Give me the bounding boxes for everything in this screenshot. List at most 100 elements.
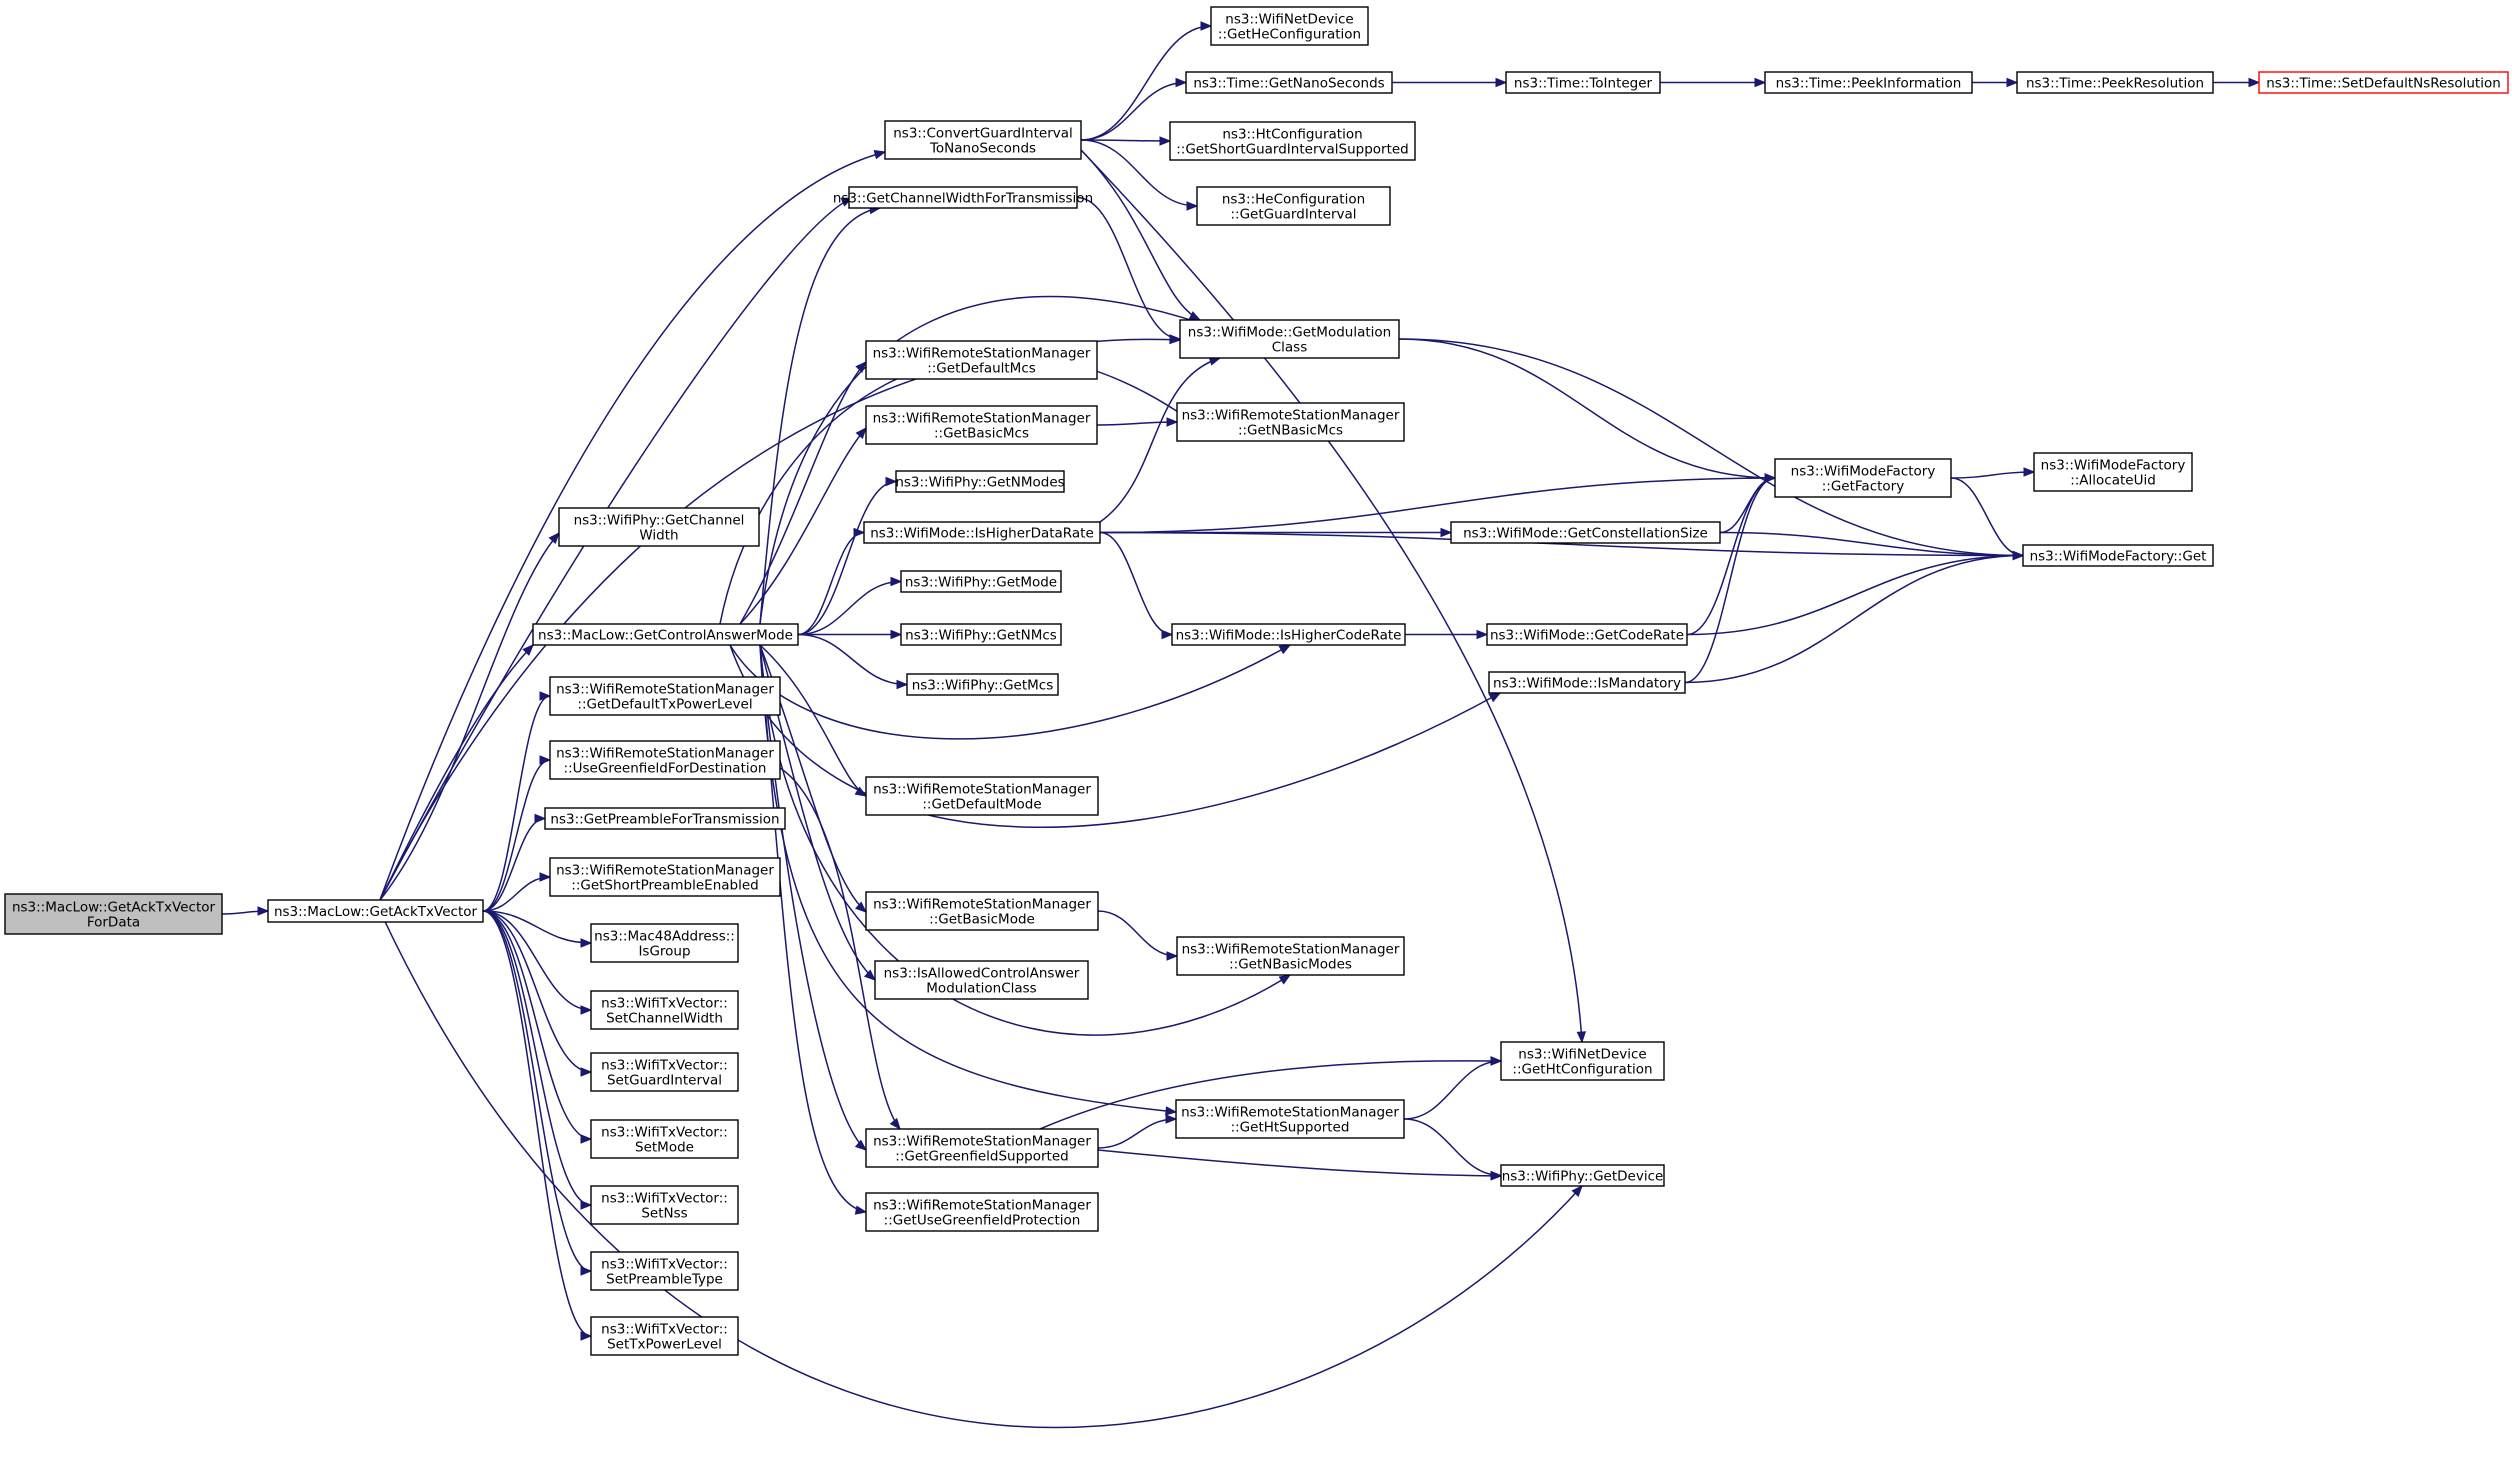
call-edge — [797, 633, 909, 690]
function-node[interactable]: ns3::WifiRemoteStationManager::GetDefaul… — [865, 776, 1099, 816]
function-node[interactable]: ns3::WifiRemoteStationManager::GetBasicM… — [865, 405, 1098, 445]
arrowhead — [539, 691, 552, 701]
function-node[interactable]: ns3::WifiTxVector::SetChannelWidth — [590, 990, 739, 1030]
node-label: ns3::Time::ToInteger — [1514, 76, 1653, 92]
node-box — [590, 923, 739, 963]
function-node[interactable]: ns3::WifiMode::GetCodeRate — [1486, 623, 1688, 646]
function-node[interactable]: ns3::HeConfiguration::GetGuardInterval — [1196, 186, 1391, 226]
arrowhead — [580, 1134, 593, 1144]
node-box — [2016, 71, 2214, 94]
node-box — [863, 521, 1101, 544]
call-edge — [1950, 477, 2025, 561]
function-node[interactable]: ns3::HtConfiguration::GetShortGuardInter… — [1169, 121, 1416, 161]
function-node[interactable]: ns3::WifiPhy::GetNMcs — [900, 623, 1062, 646]
arrowhead — [855, 426, 867, 440]
function-node[interactable]: ns3::WifiRemoteStationManager::GetDefaul… — [549, 676, 781, 716]
node-label: ns3::WifiPhy::GetNModes — [895, 475, 1064, 491]
function-node[interactable]: ns3::WifiMode::IsHigherDataRate — [863, 521, 1101, 544]
function-node[interactable]: ns3::WifiRemoteStationManager::GetDefaul… — [865, 340, 1098, 380]
edge-line — [1080, 139, 1198, 207]
call-edge — [1076, 196, 1182, 344]
function-node[interactable]: ns3::WifiRemoteStationManager::GetShortP… — [549, 857, 781, 897]
function-node[interactable]: ns3::WifiPhy::GetNModes — [895, 470, 1065, 493]
node-label: ns3::WifiRemoteStationManager — [1182, 942, 1400, 958]
node-label: ns3::WifiMode::IsHigherDataRate — [870, 526, 1094, 542]
edge-line — [1686, 554, 2024, 636]
function-node[interactable]: ns3::WifiMode::IsHigherCodeRate — [1171, 623, 1406, 646]
node-label: ns3::WifiPhy::GetMcs — [912, 678, 1054, 694]
node-box — [590, 1185, 739, 1225]
edge-line — [1096, 421, 1178, 426]
function-node[interactable]: ns3::WifiTxVector::SetMode — [590, 1119, 739, 1159]
call-edge — [1080, 136, 1172, 146]
node-box — [865, 776, 1099, 816]
edge-line — [759, 644, 867, 1213]
node-box — [590, 1052, 739, 1092]
arrowhead — [1440, 527, 1453, 538]
function-node[interactable]: ns3::WifiPhy::GetDevice — [1500, 1164, 1665, 1187]
arrowhead — [1571, 1184, 1583, 1197]
function-node[interactable]: ns3::WifiModeFactory::GetFactory — [1774, 458, 1952, 498]
node-box — [1500, 1164, 1665, 1187]
call-edge — [1950, 467, 2036, 479]
function-node[interactable]: ns3::WifiTxVector::SetPreambleType — [590, 1251, 739, 1291]
arrowhead — [580, 1200, 593, 1210]
node-label: ::GetNBasicModes — [1229, 957, 1352, 973]
node-box — [865, 891, 1099, 931]
function-node[interactable]: ns3::WifiTxVector::SetGuardInterval — [590, 1052, 739, 1092]
function-node[interactable]: ns3::Time::PeekInformation — [1764, 71, 1973, 94]
edge-line — [1097, 1118, 1177, 1149]
function-node[interactable]: ns3::GetPreambleForTransmission — [544, 807, 786, 830]
call-edge — [482, 910, 593, 1144]
node-label: ns3::WifiRemoteStationManager — [873, 1134, 1091, 1150]
edge-line — [1684, 477, 1776, 684]
arrowhead — [873, 150, 887, 160]
arrowhead — [2248, 77, 2261, 88]
function-node[interactable]: ns3::WifiPhy::GetMcs — [906, 673, 1059, 696]
function-node[interactable]: ns3::WifiModeFactory::AllocateUid — [2033, 452, 2193, 492]
function-node[interactable]: ns3::WifiRemoteStationManager::GetNBasic… — [1176, 936, 1405, 976]
node-box — [1185, 71, 1393, 94]
function-node[interactable]: ns3::WifiPhy::GetChannelWidth — [558, 507, 760, 547]
function-node[interactable]: ns3::WifiRemoteStationManager::UseGreenf… — [549, 740, 781, 780]
function-node[interactable]: ns3::IsAllowedControlAnswerModulationCla… — [874, 960, 1089, 1000]
edge-line — [1099, 531, 1173, 636]
function-node[interactable]: ns3::WifiRemoteStationManager::GetHtSupp… — [1175, 1099, 1405, 1139]
arrowhead — [1754, 77, 1767, 88]
function-node[interactable]: ns3::WifiMode::IsMandatory — [1488, 671, 1686, 694]
arrowhead — [534, 813, 547, 824]
node-box — [1175, 1099, 1405, 1139]
function-node[interactable]: ns3::Time::GetNanoSeconds — [1185, 71, 1393, 94]
call-edge — [1392, 77, 1508, 88]
function-node[interactable]: ns3::WifiRemoteStationManager::GetUseGre… — [865, 1192, 1099, 1232]
function-node[interactable]: ns3::WifiTxVector::SetTxPowerLevel — [590, 1316, 739, 1356]
function-node[interactable]: ns3::WifiNetDevice::GetHeConfiguration — [1210, 6, 1369, 46]
function-node[interactable]: ns3::Time::PeekResolution — [2016, 71, 2214, 94]
node-label: ns3::Time::GetNanoSeconds — [1193, 76, 1384, 92]
edge-line — [759, 295, 1221, 625]
function-node[interactable]: ns3::WifiRemoteStationManager::GetGreenf… — [865, 1128, 1099, 1168]
function-node[interactable]: ns3::WifiRemoteStationManager::GetNBasic… — [1176, 402, 1405, 442]
function-node[interactable]: ns3::WifiModeFactory::Get — [2022, 544, 2214, 567]
function-node[interactable]: ns3::WifiPhy::GetMode — [900, 570, 1062, 593]
node-label: ::AllocateUid — [2070, 473, 2156, 489]
arrowhead — [522, 644, 534, 656]
function-node[interactable]: ns3::WifiRemoteStationManager::GetBasicM… — [865, 891, 1099, 931]
node-label: ns3::WifiRemoteStationManager — [873, 897, 1091, 913]
node-box — [1450, 521, 1721, 544]
function-node[interactable]: ns3::WifiTxVector::SetNss — [590, 1185, 739, 1225]
function-node[interactable]: ns3::WifiNetDevice::GetHtConfiguration — [1500, 1041, 1665, 1081]
function-node[interactable]: ns3::GetChannelWidthForTransmission — [833, 186, 1093, 209]
call-edge — [482, 813, 547, 912]
node-label: ns3::WifiRemoteStationManager — [873, 782, 1091, 798]
function-node[interactable]: ns3::Mac48Address::IsGroup — [590, 923, 739, 963]
function-node[interactable]: ns3::Time::ToInteger — [1505, 71, 1661, 94]
function-node[interactable]: ns3::MacLow::GetAckTxVector — [267, 899, 484, 923]
call-edge — [379, 531, 560, 901]
edge-line — [1398, 338, 2024, 557]
function-node[interactable]: ns3::WifiMode::GetConstellationSize — [1450, 521, 1721, 544]
function-node[interactable]: ns3::Time::SetDefaultNsResolution — [2258, 71, 2509, 94]
function-node[interactable]: ns3::MacLow::GetControlAnswerMode — [532, 623, 799, 646]
